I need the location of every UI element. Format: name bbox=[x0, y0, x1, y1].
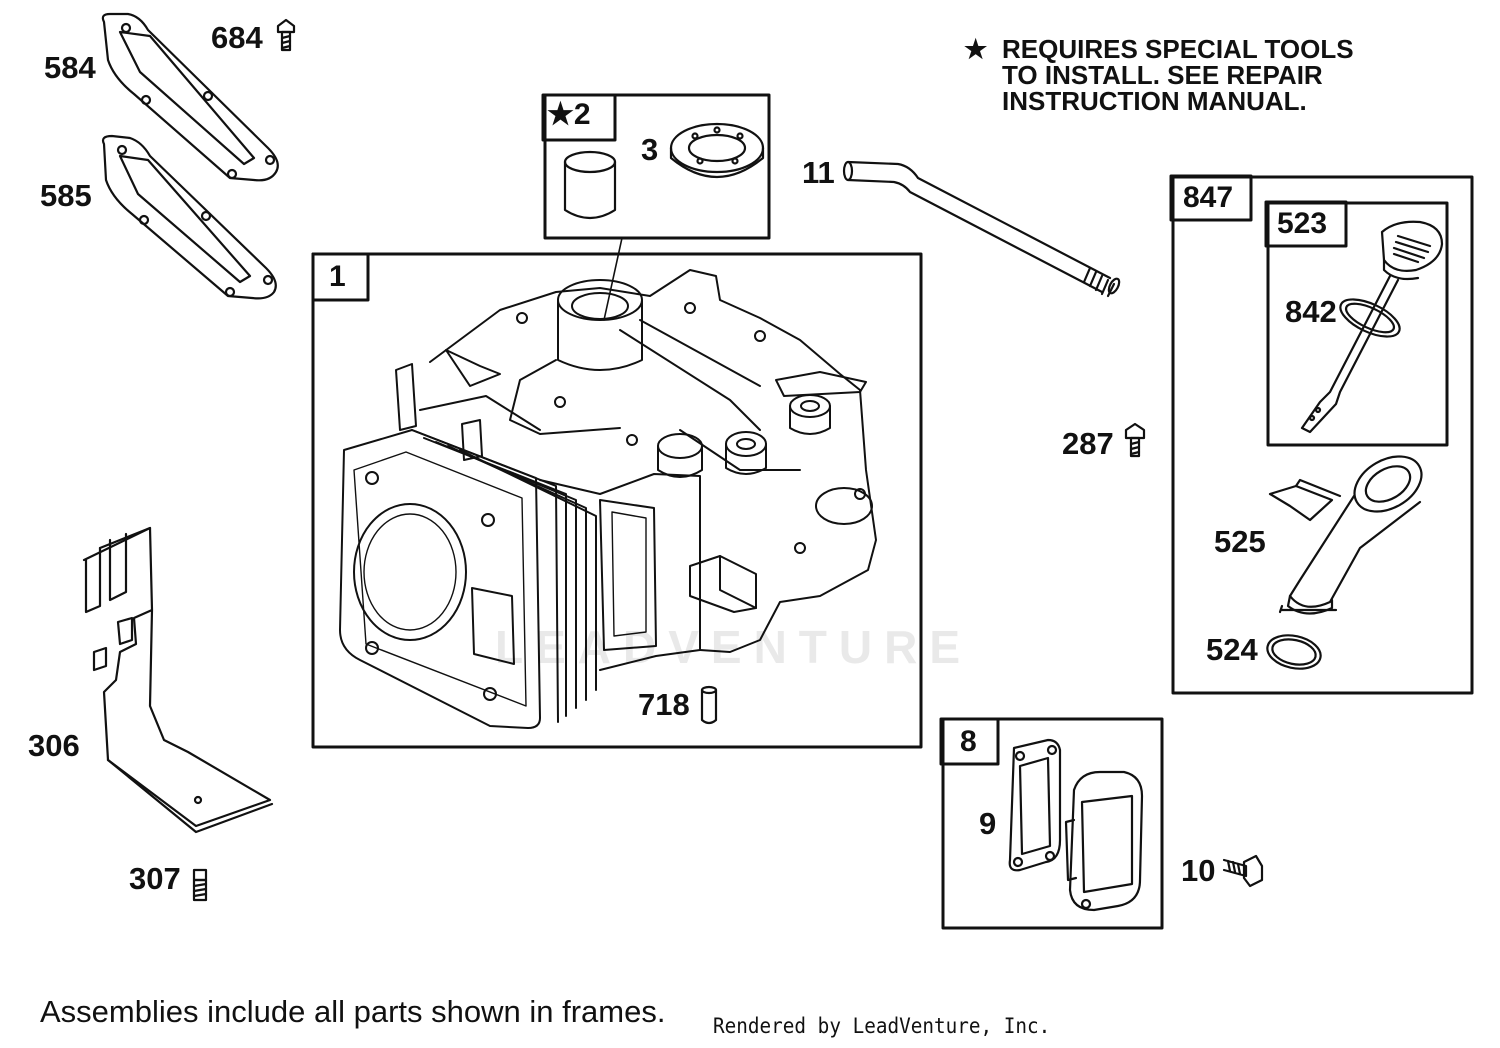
frame-847-tag bbox=[1169, 174, 1253, 222]
frame-8-tag bbox=[939, 717, 1000, 766]
callout-684: 684 bbox=[211, 20, 263, 55]
breather-cover-icon[interactable] bbox=[1064, 770, 1144, 912]
callout-10: 10 bbox=[1181, 853, 1216, 888]
screw-684-icon[interactable] bbox=[276, 18, 296, 52]
note-line-3: INSTRUCTION MANUAL. bbox=[1002, 86, 1307, 116]
frame-2[interactable] bbox=[543, 93, 771, 240]
frame-label-523: 523 bbox=[1277, 207, 1328, 240]
assemblies-footnote: Assemblies include all parts shown in fr… bbox=[40, 994, 666, 1029]
frame-8[interactable] bbox=[941, 717, 1164, 930]
gasket-9-icon[interactable] bbox=[1008, 738, 1062, 872]
frame-523[interactable] bbox=[1266, 201, 1449, 447]
frame-847[interactable] bbox=[1171, 175, 1474, 695]
callout-11: 11 bbox=[802, 155, 835, 190]
bracket-306-icon[interactable] bbox=[82, 526, 274, 834]
callout-9: 9 bbox=[979, 806, 997, 841]
frame-label-847: 847 bbox=[1183, 181, 1234, 214]
callout-842: 842 bbox=[1285, 294, 1337, 329]
special-tools-note: ★ REQUIRES SPECIAL TOOLS TO INSTALL. SEE … bbox=[964, 36, 1354, 114]
leader-line-2 bbox=[603, 237, 623, 321]
frame-1[interactable] bbox=[311, 252, 923, 749]
cylinder-block-icon[interactable] bbox=[339, 269, 877, 729]
oil-seal-3-icon[interactable] bbox=[669, 122, 765, 178]
frame-label-8: 8 bbox=[960, 725, 977, 758]
render-credit: Rendered by LeadVenture, Inc. bbox=[713, 1014, 1051, 1038]
callout-525: 525 bbox=[1214, 524, 1266, 559]
o-ring-524-icon[interactable] bbox=[1264, 631, 1323, 674]
fill-tube-525-icon[interactable] bbox=[1268, 445, 1431, 615]
frame-label-2: ★2 bbox=[547, 98, 591, 131]
callout-3: 3 bbox=[641, 132, 659, 167]
callout-287: 287 bbox=[1062, 426, 1114, 461]
o-ring-842-icon[interactable] bbox=[1335, 292, 1405, 344]
callout-584: 584 bbox=[44, 50, 96, 85]
watermark: LEADVENTURE bbox=[495, 621, 973, 673]
dowel-pin-718-icon[interactable] bbox=[700, 685, 718, 725]
callout-306: 306 bbox=[28, 728, 80, 763]
screw-10-icon[interactable] bbox=[1222, 854, 1264, 888]
gasket-584[interactable] bbox=[101, 12, 279, 182]
callout-585: 585 bbox=[40, 178, 92, 213]
callout-524: 524 bbox=[1206, 632, 1258, 667]
frame-523-tag bbox=[1264, 200, 1348, 248]
dipstick-tube-11-icon[interactable] bbox=[842, 160, 1121, 298]
screw-307-icon[interactable] bbox=[192, 868, 208, 902]
gasket-585[interactable] bbox=[101, 134, 277, 300]
frame-1-tag bbox=[311, 252, 370, 302]
star-icon: ★ bbox=[964, 34, 988, 64]
screw-287-icon[interactable] bbox=[1124, 422, 1146, 458]
callout-307: 307 bbox=[129, 861, 181, 896]
callout-718: 718 bbox=[638, 687, 690, 722]
bushing-icon[interactable] bbox=[563, 150, 617, 220]
note-line-1: REQUIRES SPECIAL TOOLS bbox=[1002, 34, 1354, 64]
frame-label-1: 1 bbox=[329, 260, 346, 293]
note-line-2: TO INSTALL. SEE REPAIR bbox=[1002, 60, 1323, 90]
dipstick-523-icon[interactable] bbox=[1300, 220, 1444, 434]
frame-2-tag bbox=[541, 93, 617, 142]
